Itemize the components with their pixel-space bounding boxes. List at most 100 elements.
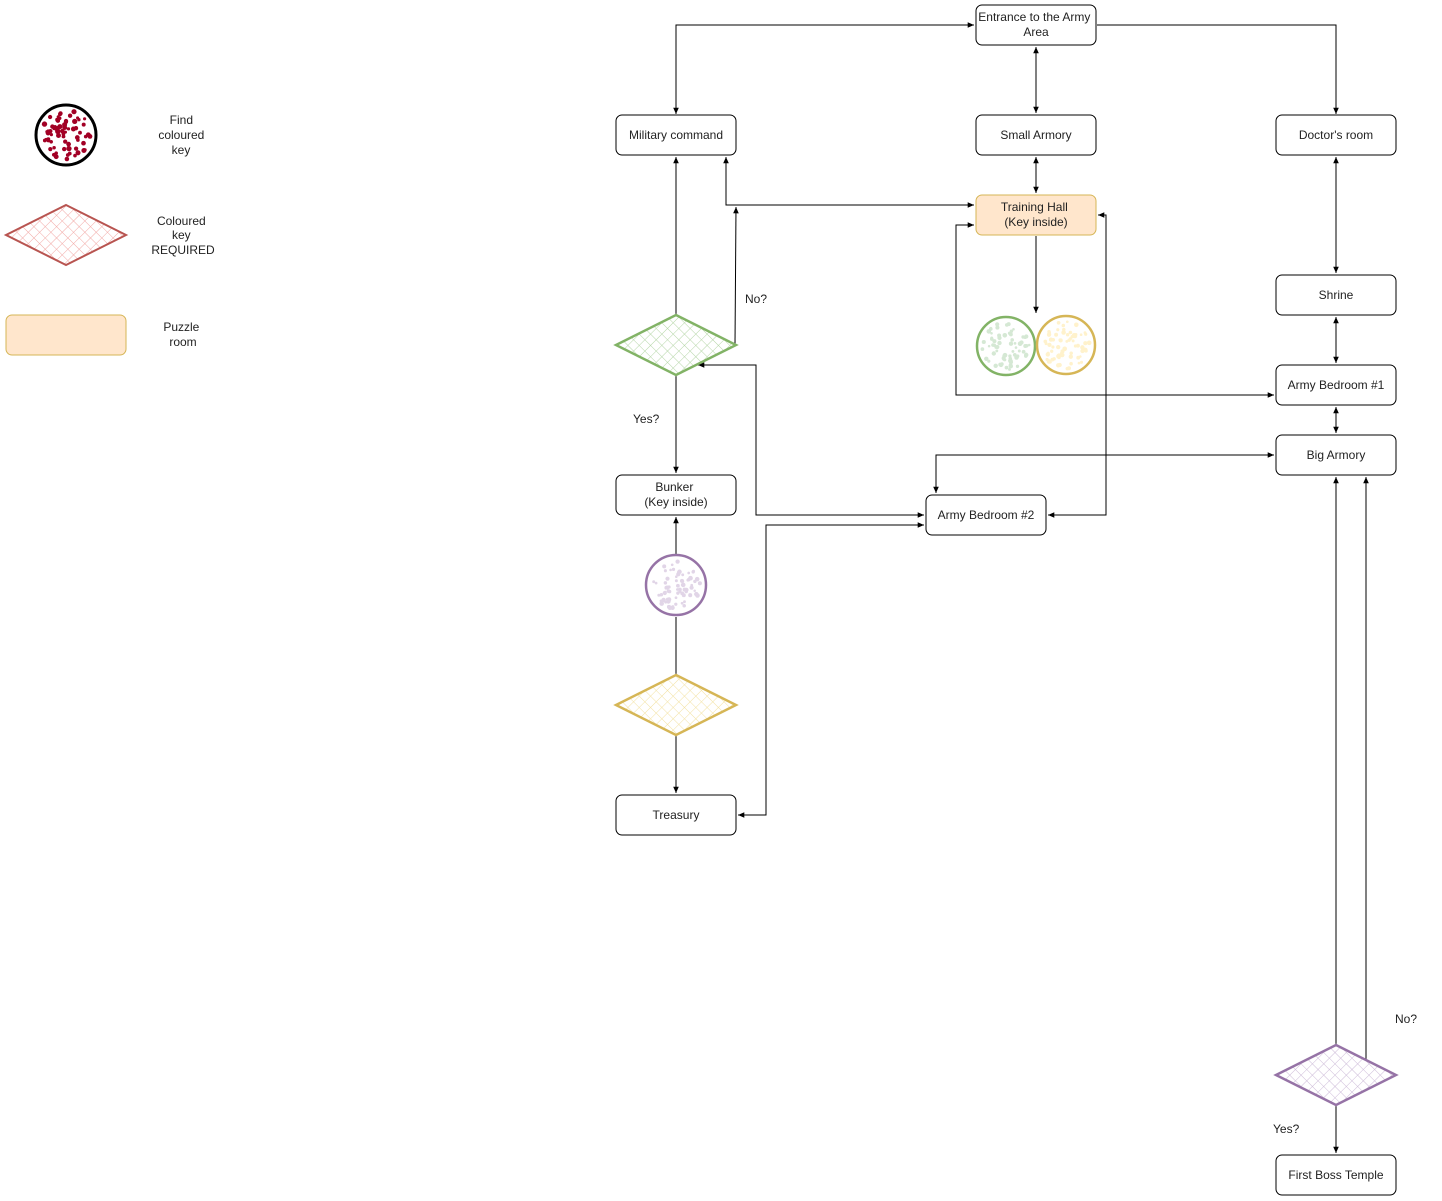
key-speckle: [1079, 355, 1082, 358]
purple-key-dots: [652, 559, 702, 611]
key-speckle: [995, 325, 1000, 330]
key-speckle: [41, 121, 48, 127]
key-speckle: [671, 567, 676, 572]
key-speckle: [81, 140, 86, 146]
key-speckle: [55, 117, 60, 122]
key-speckle: [994, 345, 998, 349]
key-speckle: [1008, 356, 1013, 361]
key-speckle: [675, 575, 678, 578]
key-speckle: [56, 133, 61, 138]
key-speckle: [1062, 327, 1066, 332]
key-speckle: [60, 128, 65, 134]
node-shrine: Shrine: [1275, 274, 1397, 316]
key-speckle: [1073, 344, 1078, 348]
label-yes-purple: Yes?: [1273, 1122, 1300, 1136]
edge-bedroom2-big-armory: [933, 452, 1274, 493]
key-speckle: [70, 126, 76, 132]
key-speckle: [57, 124, 63, 130]
svg-text:Army Bedroom #1: Army Bedroom #1: [1288, 378, 1385, 392]
key-speckle: [998, 362, 1003, 367]
nodes: Entrance to the Army Area Military comma…: [615, 4, 1397, 1196]
key-speckle: [1056, 328, 1060, 332]
key-speckle: [984, 356, 989, 362]
key-speckle: [74, 135, 80, 140]
key-speckle: [52, 145, 56, 150]
key-speckle: [66, 141, 71, 147]
key-speckle: [990, 331, 993, 335]
key-speckle: [1008, 354, 1012, 358]
edge-bedroom2-training: [1048, 212, 1107, 518]
key-speckle: [674, 596, 678, 600]
key-speckle: [1002, 357, 1006, 361]
edge-entrance-doctor: [1097, 24, 1339, 114]
key-speckle: [1021, 349, 1026, 354]
edge-entrance-military: [673, 22, 974, 114]
key-speckle: [987, 359, 991, 363]
node-entrance: Entrance to the Army Area: [975, 4, 1097, 46]
key-speckle: [42, 138, 47, 143]
legend-puzzle-label: Puzzle room: [163, 320, 202, 349]
node-big-armory: Big Armory: [1275, 434, 1397, 476]
key-speckle: [682, 603, 686, 608]
edges: [673, 22, 1369, 1153]
key-speckle: [63, 118, 69, 124]
key-speckle: [1056, 344, 1061, 350]
key-speckle: [1048, 332, 1052, 336]
key-speckle: [1065, 333, 1070, 337]
key-speckle: [62, 146, 67, 152]
key-speckle: [1079, 360, 1084, 364]
key-speckle: [1065, 320, 1069, 324]
legend-lock-icon: [3, 203, 129, 267]
key-speckle: [993, 363, 998, 369]
key-speckle: [1059, 353, 1063, 357]
key-speckle: [61, 134, 66, 139]
key-speckle: [992, 339, 997, 344]
key-speckle: [1008, 341, 1014, 346]
key-speckle: [1079, 333, 1083, 337]
key-speckle: [81, 122, 86, 127]
key-speckle: [1072, 333, 1078, 339]
key-speckle: [681, 579, 685, 583]
key-speckle: [77, 118, 81, 122]
key-speckle: [694, 576, 700, 582]
edge-bedroom1-training: [955, 222, 1274, 398]
key-speckle: [1017, 349, 1021, 353]
key-speckle: [654, 581, 658, 585]
key-speckle: [1062, 346, 1068, 352]
key-speckle: [676, 588, 679, 591]
label-no-purple: No?: [1395, 1012, 1417, 1026]
key-speckle: [683, 600, 686, 604]
key-speckle: [1077, 361, 1081, 365]
key-speckle: [1069, 351, 1073, 356]
key-speckle: [693, 589, 696, 592]
key-speckle: [990, 337, 994, 341]
node-treasury: Treasury: [615, 794, 737, 836]
key-speckle: [1023, 352, 1029, 358]
key-speckle: [1083, 341, 1088, 346]
key-speckle: [49, 140, 53, 144]
svg-text:Army Bedroom #2: Army Bedroom #2: [938, 508, 1035, 522]
edge-treasury-bedroom2: [738, 522, 924, 818]
key-speckle: [85, 132, 91, 138]
node-training-hall: Training Hall (Key inside): [975, 194, 1097, 236]
key-speckle: [687, 571, 691, 575]
key-speckle: [75, 150, 81, 156]
key-speckle: [986, 329, 992, 334]
edge-labels: No? Yes? No? Yes?: [633, 292, 1417, 1136]
purple-key-icon: [644, 553, 708, 617]
key-speckle: [83, 117, 87, 121]
node-first-boss-temple: First Boss Temple: [1275, 1154, 1397, 1196]
svg-text:Shrine: Shrine: [1319, 288, 1354, 302]
key-speckle: [681, 573, 685, 577]
gates: [613, 313, 1399, 1107]
key-speckle: [688, 593, 693, 598]
key-speckle: [997, 340, 1002, 346]
key-speckle: [657, 593, 661, 597]
key-speckle: [63, 125, 68, 130]
key-speckle: [1054, 332, 1059, 337]
key-speckle: [1047, 329, 1051, 334]
key-speckle: [1061, 330, 1066, 335]
key-speckle: [1011, 349, 1015, 353]
key-speckle: [666, 589, 671, 593]
key-speckle: [1008, 367, 1011, 371]
